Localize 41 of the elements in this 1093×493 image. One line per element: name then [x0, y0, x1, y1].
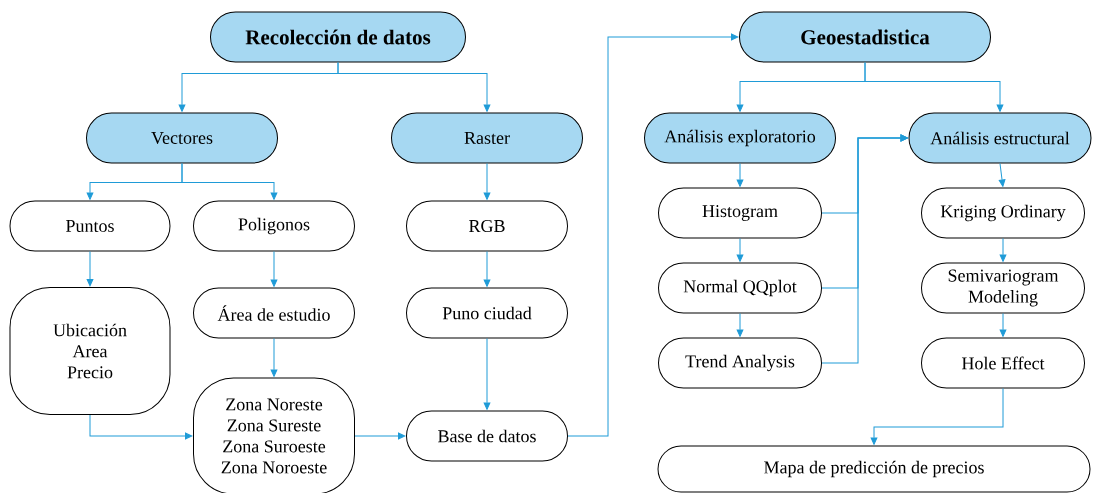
- arrow: [86, 251, 94, 287]
- arrow: [821, 134, 908, 364]
- process-box: Puno ciudad: [406, 287, 568, 339]
- process-box: RGB: [406, 200, 568, 252]
- arrow: [483, 251, 491, 287]
- arrow: [354, 432, 406, 440]
- process-box: Histogram: [658, 187, 822, 239]
- arrow: [864, 62, 1004, 112]
- arrow: [736, 238, 744, 262]
- arrow: [567, 33, 739, 437]
- process-box: Hole Effect: [921, 337, 1085, 389]
- arrow: [999, 313, 1007, 337]
- arrow: [483, 163, 491, 200]
- process-box: Normal QQplot: [658, 262, 822, 314]
- process-box: Área de estudio: [193, 287, 355, 339]
- arrow: [270, 251, 278, 287]
- process-box: Vectores: [86, 112, 278, 164]
- arrow: [270, 338, 278, 377]
- arrow: [999, 238, 1007, 262]
- title-box: Recolección de datos: [210, 11, 466, 63]
- process-box: Análisis estructural: [908, 112, 1092, 164]
- arrow: [998, 163, 1006, 187]
- arrow: [483, 338, 491, 410]
- title-box: Geoestadistica: [739, 11, 991, 63]
- process-box: Poligonos: [193, 200, 355, 252]
- process-box: Kriging Ordinary: [921, 187, 1085, 239]
- arrow: [736, 313, 744, 337]
- process-box: Semivariogram Modeling: [921, 262, 1085, 314]
- process-box: Trend Analysis: [658, 337, 822, 389]
- process-box: Mapa de predicción de precios: [657, 445, 1091, 493]
- process-box: Raster: [391, 112, 583, 164]
- process-box: Análisis exploratorio: [644, 112, 836, 164]
- arrow: [870, 388, 1004, 445]
- arrow: [89, 414, 193, 440]
- process-box: Ubicación Area Precio: [9, 287, 171, 415]
- arrow: [337, 62, 491, 112]
- arrow: [181, 163, 278, 200]
- process-box: Puntos: [9, 200, 171, 252]
- process-box: Zona Noreste Zona Sureste Zona Suroeste Zona Noroeste: [193, 377, 355, 493]
- process-box: Base de datos: [406, 410, 568, 462]
- arrow: [736, 163, 744, 187]
